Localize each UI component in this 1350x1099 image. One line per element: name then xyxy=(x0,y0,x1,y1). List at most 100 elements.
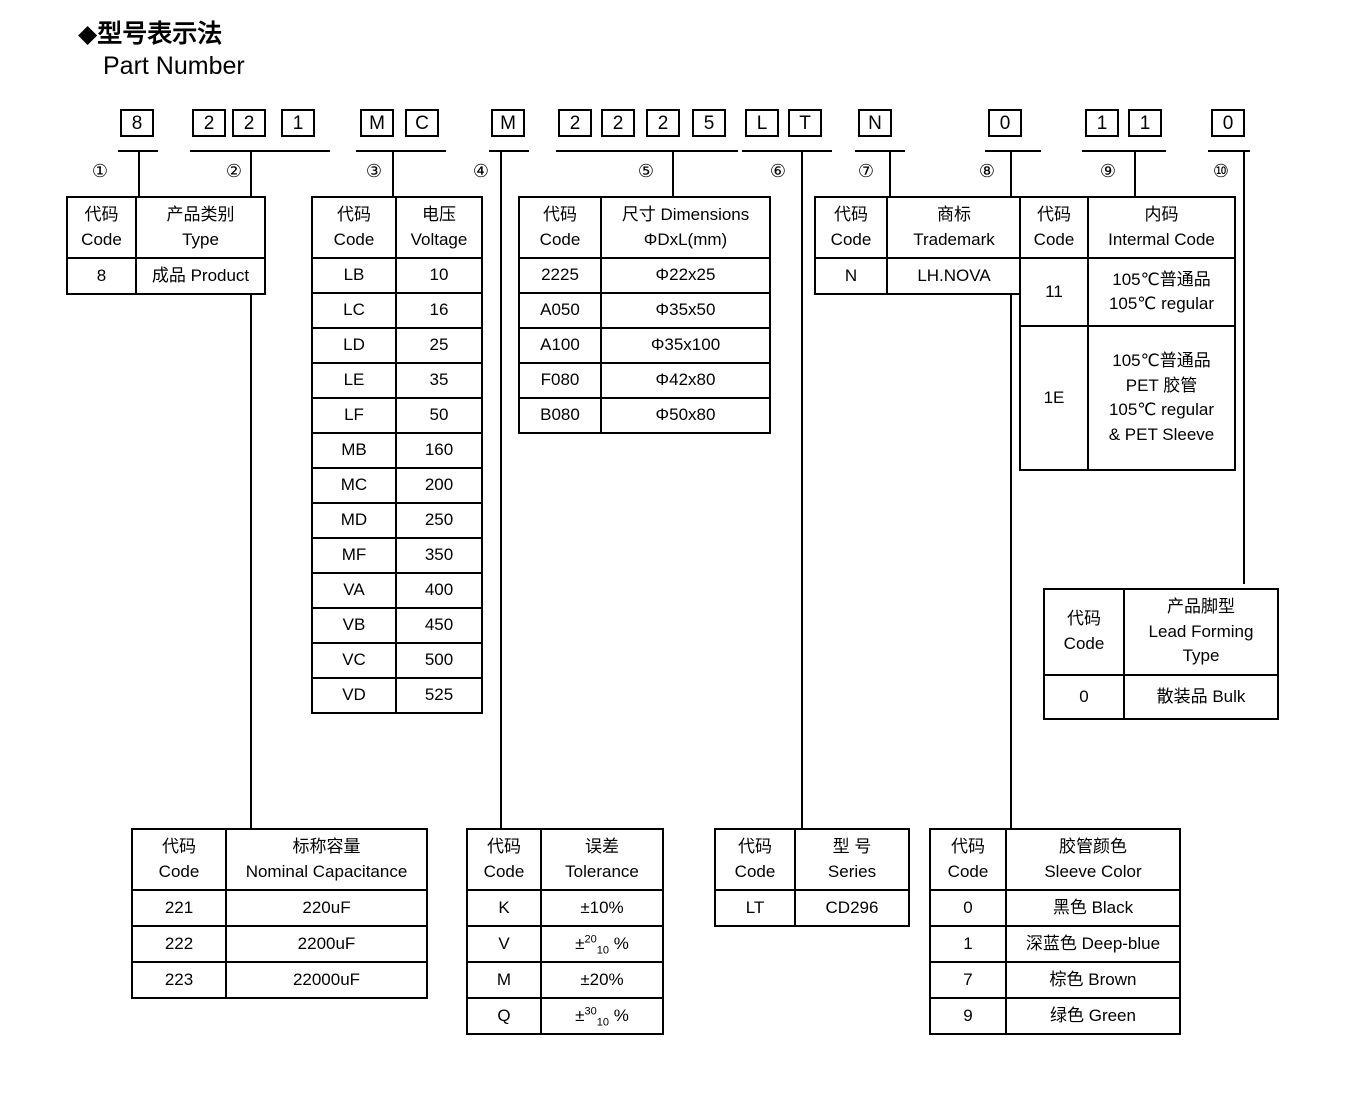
cell-code: LB xyxy=(311,257,397,295)
header-value: 尺寸 Dimensions ΦDxL(mm) xyxy=(600,195,771,260)
cell-value: LH.NOVA xyxy=(886,257,1022,296)
cell-value: 25 xyxy=(395,327,483,365)
cell-code: MC xyxy=(311,467,397,505)
table-row-header: 代码 Code 内码 Intermal Code xyxy=(1019,195,1236,260)
connector-5 xyxy=(672,152,674,196)
header-value: 型 号 Series xyxy=(794,827,910,892)
cell-value: 220uF xyxy=(225,889,428,928)
page-title: ◆型号表示法 xyxy=(78,14,222,50)
cell-code: LF xyxy=(311,397,397,435)
pn-char-6-1: L xyxy=(745,109,779,137)
header-code: 代码 Code xyxy=(929,827,1007,892)
diamond-bullet-icon: ◆ xyxy=(78,20,98,48)
table-tolerance: 代码 Code 误差 Tolerance K ±10% V ±2010 % M … xyxy=(466,827,664,1036)
cell-value: 2200uF xyxy=(225,925,428,964)
group-marker-5: ⑤ xyxy=(637,161,655,181)
cell-value: 50 xyxy=(395,397,483,435)
cell-code: K xyxy=(466,889,542,928)
group-bar-5 xyxy=(556,150,738,152)
pn-char-5-1: 2 xyxy=(558,109,592,137)
pn-char-3-1: M xyxy=(360,109,394,137)
cell-code: LT xyxy=(714,889,796,928)
group-bar-3 xyxy=(356,150,446,152)
group-marker-3: ③ xyxy=(365,161,383,181)
cell-value: 525 xyxy=(395,677,483,715)
pn-char-5-3: 2 xyxy=(646,109,680,137)
cell-value: Φ22x25 xyxy=(600,257,771,295)
cell-value: 绿色 Green xyxy=(1005,997,1181,1036)
table-trademark: 代码 Code 商标 Trademark N LH.NOVA xyxy=(814,195,1022,296)
table-row-header: 代码 Code 标称容量 Nominal Capacitance xyxy=(131,827,428,892)
group-bar-6 xyxy=(742,150,832,152)
header-value: 误差 Tolerance xyxy=(540,827,664,892)
table-row: 11 105℃普通品 105℃ regular xyxy=(1019,257,1236,328)
cell-code: 0 xyxy=(929,889,1007,928)
pn-char-3-2: C xyxy=(405,109,439,137)
cell-value: Φ50x80 xyxy=(600,397,771,435)
cell-code: 1 xyxy=(929,925,1007,964)
pn-char-9-2: 1 xyxy=(1128,109,1162,137)
pn-char-4-1: M xyxy=(491,109,525,137)
cell-value: ±10% xyxy=(540,889,664,928)
cell-code: F080 xyxy=(518,362,602,400)
pn-char-2-1: 2 xyxy=(192,109,226,137)
header-code: 代码 Code xyxy=(66,195,137,260)
cell-value: 160 xyxy=(395,432,483,470)
table-row: N LH.NOVA xyxy=(814,257,1022,296)
cell-code: VD xyxy=(311,677,397,715)
cell-value: 105℃普通品 PET 胶管 105℃ regular & PET Sleeve xyxy=(1087,325,1236,472)
cell-value: 350 xyxy=(395,537,483,575)
cell-code: Q xyxy=(466,997,542,1036)
cell-code: A100 xyxy=(518,327,602,365)
pn-char-5-4: 5 xyxy=(692,109,726,137)
header-value: 电压 Voltage xyxy=(395,195,483,260)
cell-value: 深蓝色 Deep-blue xyxy=(1005,925,1181,964)
table-row: LT CD296 xyxy=(714,889,910,928)
connector-8 xyxy=(1010,152,1012,828)
table-row-header: 代码 Code 电压 Voltage xyxy=(311,195,483,260)
header-value: 内码 Intermal Code xyxy=(1087,195,1236,260)
connector-4 xyxy=(500,152,502,828)
connector-9 xyxy=(1134,152,1136,196)
table-row: 8 成品 Product xyxy=(66,257,266,296)
cell-code: 8 xyxy=(66,257,137,296)
table-row: 0 散装品 Bulk xyxy=(1043,673,1279,720)
header-code: 代码 Code xyxy=(518,195,602,260)
cell-value: 散装品 Bulk xyxy=(1123,673,1279,720)
cell-code: 221 xyxy=(131,889,227,928)
header-value: 产品脚型 Lead Forming Type xyxy=(1123,588,1279,676)
connector-10 xyxy=(1243,152,1245,584)
table-row: K ±10% xyxy=(466,889,664,928)
connector-7 xyxy=(889,152,891,196)
cell-code: B080 xyxy=(518,397,602,435)
cell-code: MD xyxy=(311,502,397,540)
table-lead-forming: 代码 Code 产品脚型 Lead Forming Type 0 散装品 Bul… xyxy=(1043,588,1279,720)
cell-code: LC xyxy=(311,292,397,330)
cell-code: MB xyxy=(311,432,397,470)
cell-code: A050 xyxy=(518,292,602,330)
cell-code: 1E xyxy=(1019,325,1089,472)
cell-value: 250 xyxy=(395,502,483,540)
cell-code: VB xyxy=(311,607,397,645)
header-code: 代码 Code xyxy=(814,195,888,260)
table-type: 代码 Code 产品类别 Type 8 成品 Product xyxy=(66,195,266,296)
cell-code: VC xyxy=(311,642,397,680)
cell-value: Φ35x100 xyxy=(600,327,771,365)
header-code: 代码 Code xyxy=(466,827,542,892)
header-code: 代码 Code xyxy=(1019,195,1089,260)
cell-code: 11 xyxy=(1019,257,1089,328)
cell-value: 成品 Product xyxy=(135,257,266,296)
connector-1 xyxy=(138,152,140,196)
cell-value: 200 xyxy=(395,467,483,505)
pn-char-8-1: 0 xyxy=(988,109,1022,137)
